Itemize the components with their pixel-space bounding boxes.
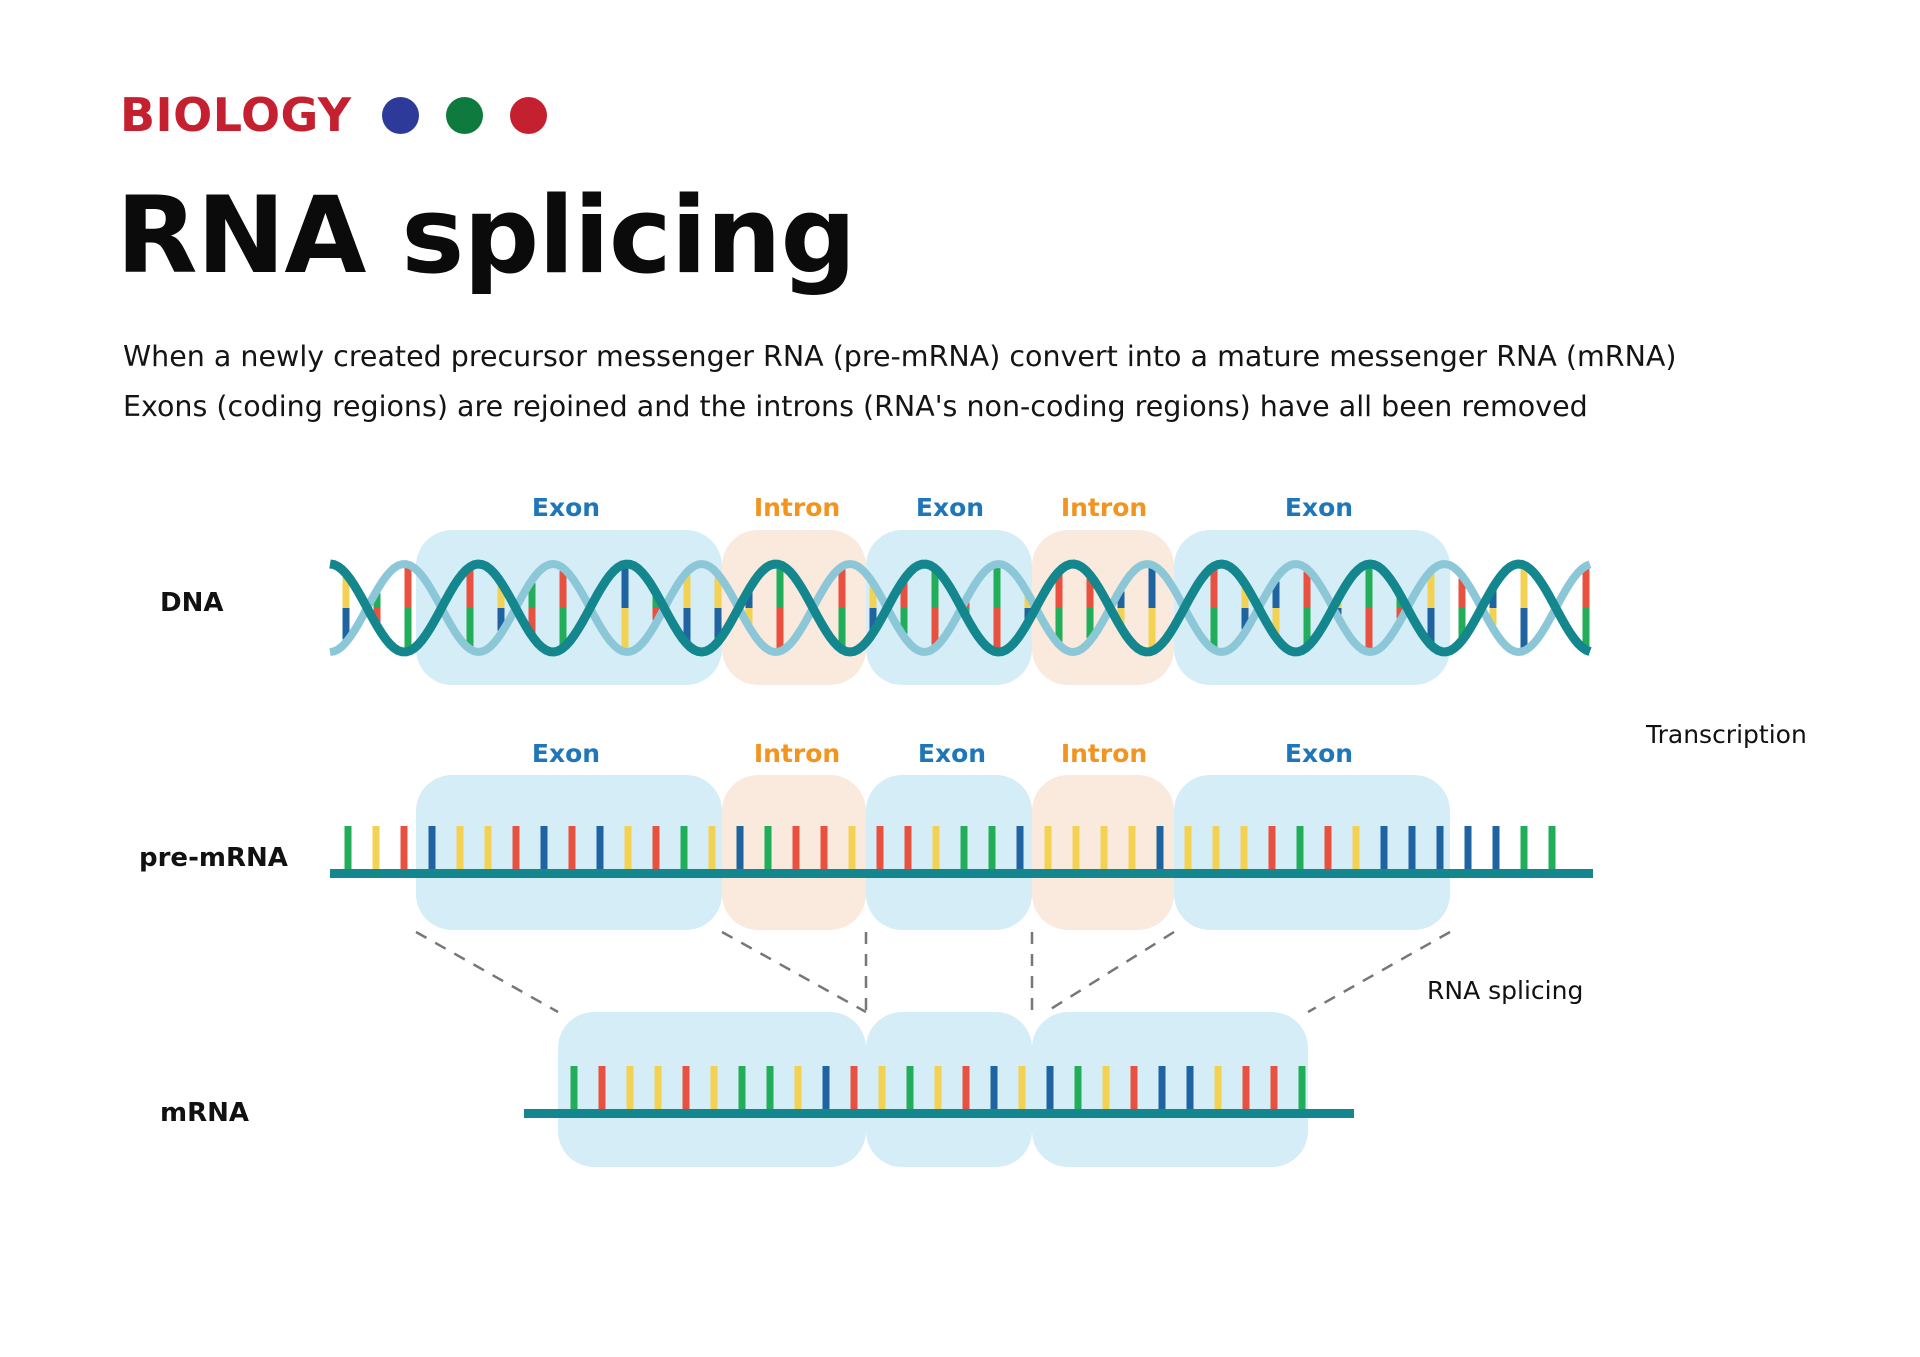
dna-segment-label-2: Intron	[754, 493, 840, 522]
pre-mrna-segment-label-4: Intron	[1061, 739, 1147, 768]
pre-mrna-backbone	[330, 869, 1593, 878]
mrna-exon-region	[1032, 1012, 1308, 1167]
pre-mrna-segment-label-1: Exon	[532, 739, 600, 768]
mrna-exon-region	[866, 1012, 1032, 1167]
description-line-2: Exons (coding regions) are rejoined and …	[123, 390, 1588, 423]
blue-dot-icon	[381, 96, 419, 134]
dna-exon-region	[416, 530, 722, 685]
dna-strand-dark	[329, 559, 1592, 657]
pre-mrna-exon-region	[1174, 775, 1450, 930]
pre-mrna-segment-label-2: Intron	[754, 739, 840, 768]
category-header: BIOLOGY	[120, 92, 547, 138]
rna-splicing-label: RNA splicing	[1427, 976, 1583, 1005]
green-dot-icon	[445, 96, 483, 134]
category-label: BIOLOGY	[120, 88, 352, 142]
mrna-backbone	[524, 1109, 1354, 1118]
splicing-guide-line	[415, 930, 559, 1014]
page-title: RNA splicing	[116, 174, 856, 297]
transcription-label: Transcription	[1645, 720, 1807, 749]
dna-segment-label-3: Exon	[916, 493, 984, 522]
dna-segment-label-1: Exon	[532, 493, 600, 522]
dna-segment-label-4: Intron	[1061, 493, 1147, 522]
red-dot-icon	[509, 96, 547, 134]
pre-mrna-segment-label-5: Exon	[1285, 739, 1353, 768]
row-label-pre-mrna: pre-mRNA	[139, 843, 288, 873]
description-line-1: When a newly created precursor messenger…	[123, 340, 1677, 373]
splicing-guide-line	[1045, 930, 1175, 1014]
row-label-mrna: mRNA	[160, 1098, 249, 1128]
dna-segment-label-5: Exon	[1285, 493, 1353, 522]
splicing-guide-line	[721, 930, 867, 1014]
splicing-guide-line	[1307, 930, 1451, 1014]
pre-mrna-segment-label-3: Exon	[918, 739, 986, 768]
pre-mrna-exon-region	[866, 775, 1032, 930]
row-label-dna: DNA	[160, 588, 223, 618]
